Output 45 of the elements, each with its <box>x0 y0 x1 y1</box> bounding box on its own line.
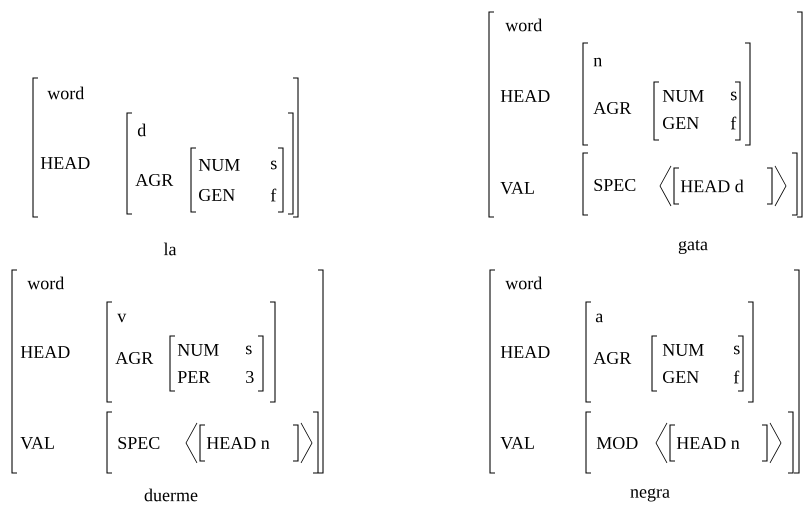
type-label: word <box>47 86 84 100</box>
feature-name: NUM <box>178 344 219 356</box>
feature-name: PER <box>178 371 210 383</box>
type-label: word <box>505 18 542 32</box>
feature-name: HEAD <box>40 157 90 169</box>
feature-name: SPEC <box>118 436 160 450</box>
feature-name: AGR <box>593 352 632 364</box>
feature-name: HEAD <box>500 90 550 102</box>
feature-value: f <box>270 188 276 202</box>
word-label: negra <box>630 488 670 502</box>
type-label: a <box>596 314 603 322</box>
type-label: v <box>117 314 126 322</box>
feature-name: NUM <box>662 90 704 102</box>
word-label: duerme <box>144 488 198 502</box>
feature-value: HEAD d <box>680 180 744 192</box>
feature-name: GEN <box>663 370 699 384</box>
feature-value: s <box>246 346 252 354</box>
feature-value: HEAD n <box>676 437 740 449</box>
feature-name: NUM <box>198 159 240 171</box>
feature-name: GEN <box>663 116 699 130</box>
feature-name: HEAD <box>20 346 70 358</box>
feature-name: HEAD <box>500 346 550 358</box>
word-label: gata <box>678 240 708 254</box>
feature-value: f <box>730 116 736 130</box>
type-label: word <box>27 276 64 290</box>
feature-name: VAL <box>500 182 534 194</box>
feature-name: AGR <box>593 102 632 114</box>
feature-value: f <box>734 370 740 384</box>
word-label: la <box>164 242 176 256</box>
feature-value: 3 <box>246 370 254 384</box>
feature-value: HEAD n <box>206 437 270 449</box>
feature-value: s <box>271 160 277 170</box>
feature-name: AGR <box>115 352 154 364</box>
type-label: n <box>594 58 602 66</box>
feature-name: MOD <box>596 436 638 450</box>
feature-value: s <box>731 92 737 100</box>
feature-name: VAL <box>500 436 534 450</box>
feature-name: AGR <box>135 174 174 186</box>
type-label: d <box>138 124 146 136</box>
type-label: word <box>505 276 542 290</box>
feature-name: GEN <box>199 188 235 202</box>
feature-name: NUM <box>662 344 704 356</box>
feature-value: s <box>734 346 740 354</box>
feature-name: VAL <box>20 436 54 450</box>
feature-name: SPEC <box>594 178 636 192</box>
